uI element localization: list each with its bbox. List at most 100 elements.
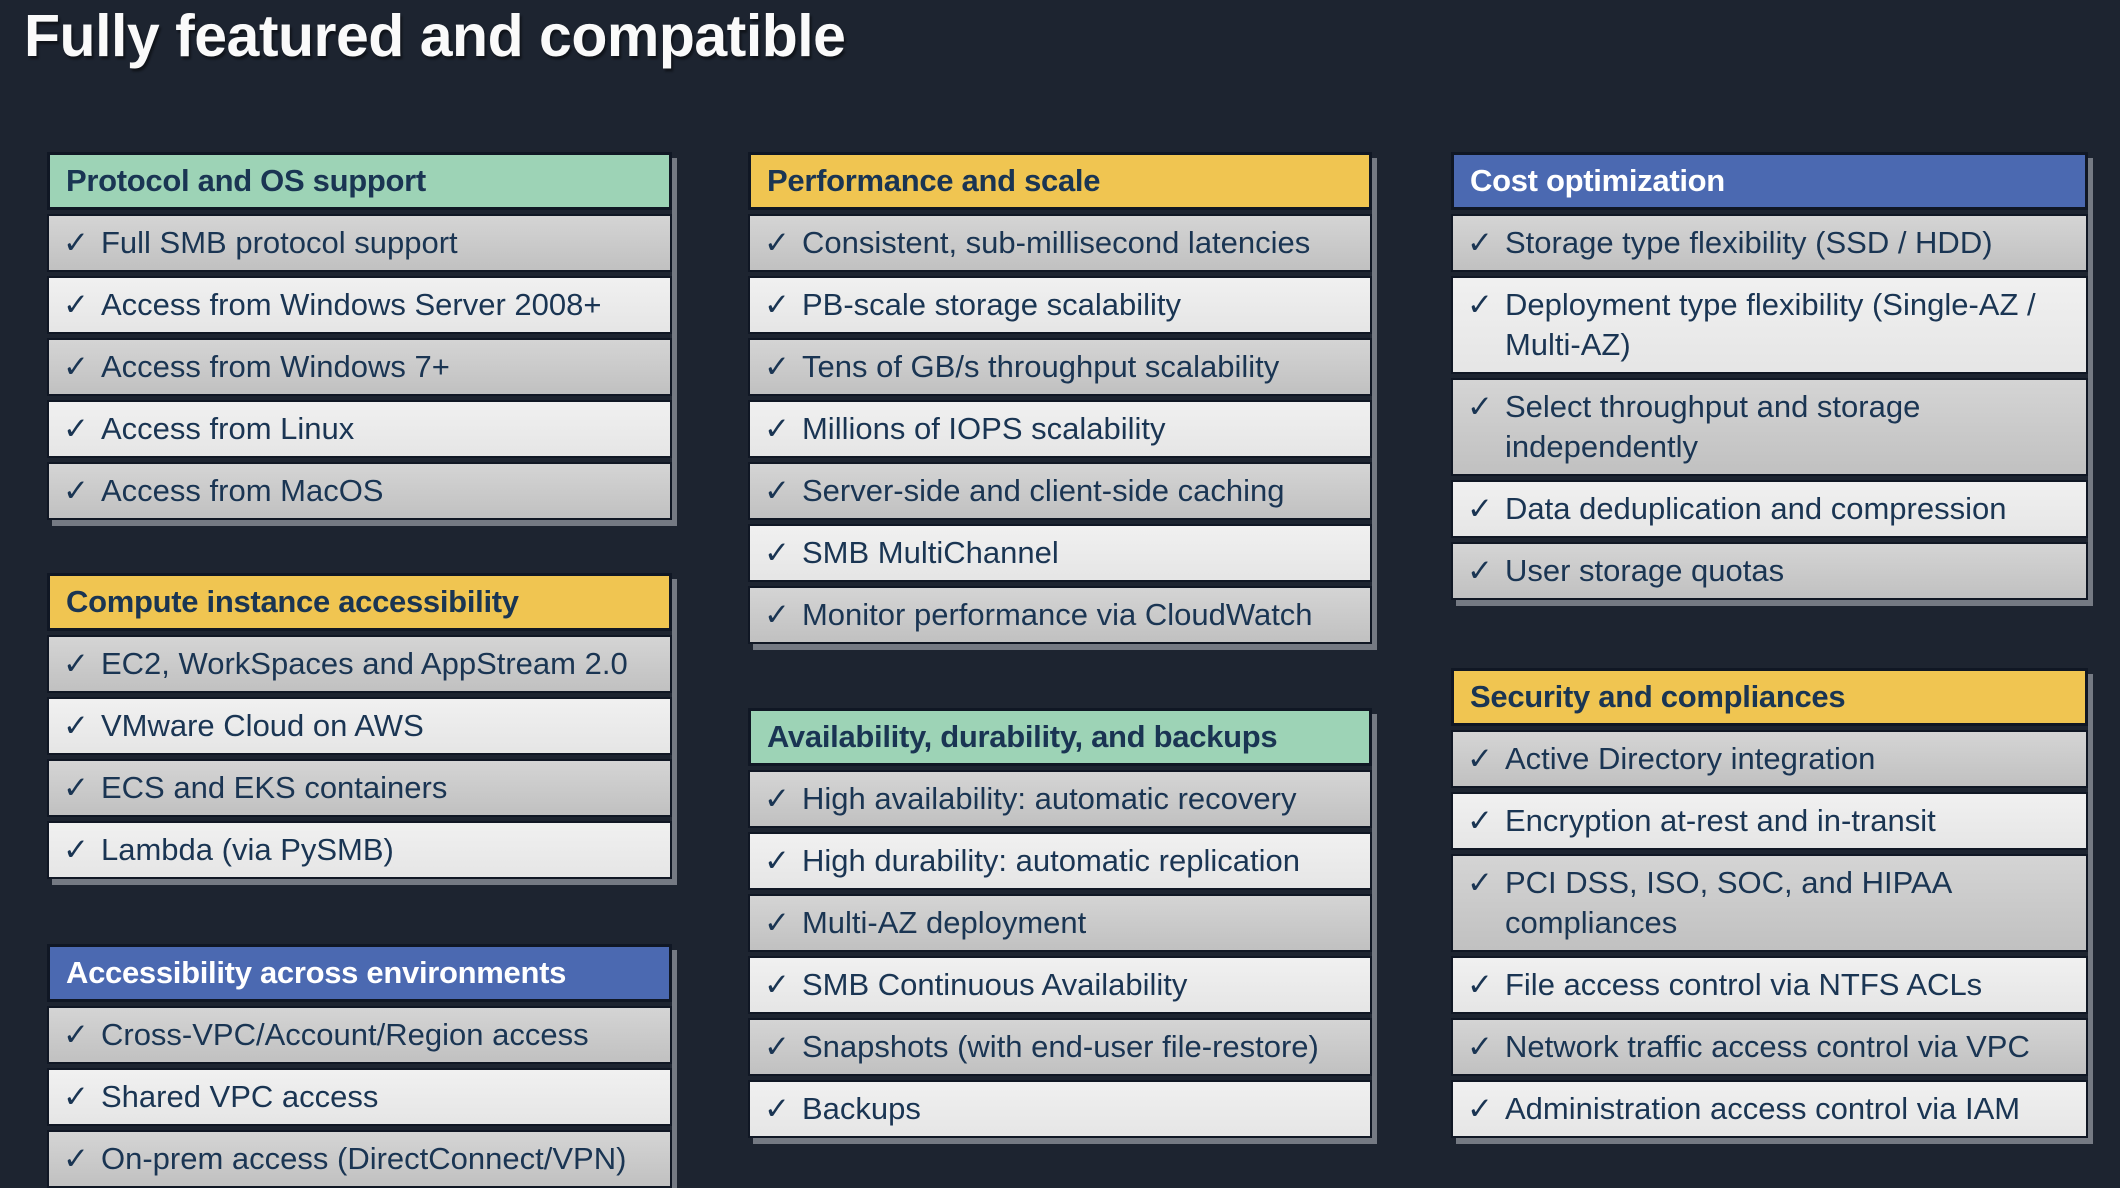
check-icon: ✓ [63,1079,89,1114]
feature-text: High durability: automatic replication [801,843,1300,878]
feature-text: Data deduplication and compression [1504,491,2007,526]
feature-row: ✓ Millions of IOPS scalability [748,400,1372,458]
feature-text: EC2, WorkSpaces and AppStream 2.0 [100,646,628,681]
feature-row: ✓SMB Continuous Availability [748,956,1372,1014]
feature-text: Millions of IOPS scalability [801,411,1166,446]
check-icon: ✓ [1467,553,1493,588]
check-icon: ✓ [1467,967,1493,1002]
feature-text: Shared VPC access [100,1079,379,1114]
feature-row: ✓ Snapshots (with end-user file-restore) [748,1018,1372,1076]
feature-text: Select throughput and storage independen… [1504,389,1921,464]
feature-text: ECS and EKS containers [100,770,448,805]
check-icon: ✓ [764,1029,790,1064]
feature-text: Backups [801,1091,921,1126]
check-icon: ✓ [63,349,89,384]
feature-row: ✓Data deduplication and compression [1451,480,2088,538]
feature-text: Cross-VPC/Account/Region access [100,1017,589,1052]
feature-text: Snapshots (with end-user file-restore) [801,1029,1319,1064]
check-icon: ✓ [764,225,790,260]
feature-text: SMB MultiChannel [801,535,1059,570]
card-header: Compute instance accessibility [47,573,672,631]
feature-card: Security and compliances ✓ Active Director… [1451,668,2088,1138]
feature-row: ✓ Cross-VPC/Account/Region access [47,1006,672,1064]
feature-card: Protocol and OS support ✓ Full SMB protoco… [47,152,672,520]
check-icon: ✓ [63,1141,89,1176]
check-icon: ✓ [764,349,790,384]
feature-row: ✓Deployment type flexibility (Single-AZ … [1451,276,2088,374]
feature-text: Administration access control via IAM [1504,1091,2021,1126]
feature-text: Server-side and client-side caching [801,473,1285,508]
check-icon: ✓ [63,832,89,867]
feature-row: ✓ Shared VPC access [47,1068,672,1126]
feature-text: Access from Windows Server 2008+ [100,287,602,322]
feature-row: ✓ Select throughput and storage independe… [1451,378,2088,476]
feature-text: Access from MacOS [100,473,384,508]
card-header: Protocol and OS support [47,152,672,210]
feature-text: Lambda (via PySMB) [100,832,394,867]
check-icon: ✓ [764,287,790,322]
feature-column: Cost optimization✓Storage type flexibili… [1451,152,2088,1138]
feature-row: ✓PCI DSS, ISO, SOC, and HIPAA compliance… [1451,854,2088,952]
feature-row: ✓ Administration access control via IAM [1451,1080,2088,1138]
feature-row: ✓ Active Directory integration [1451,730,2088,788]
feature-row: ✓Access from Linux [47,400,672,458]
feature-row: ✓ Consistent, sub-millisecond latencies [748,214,1372,272]
check-icon: ✓ [1467,741,1493,776]
feature-text: Consistent, sub-millisecond latencies [801,225,1311,260]
feature-row: ✓Access from MacOS [47,462,672,520]
feature-text: High availability: automatic recovery [801,781,1297,816]
check-icon: ✓ [63,770,89,805]
feature-text: On-prem access (DirectConnect/VPN) [100,1141,627,1176]
check-icon: ✓ [63,1017,89,1052]
feature-text: VMware Cloud on AWS [100,708,424,743]
feature-text: Active Directory integration [1504,741,1876,776]
check-icon: ✓ [764,967,790,1002]
feature-row: ✓ Access from Windows Server 2008+ [47,276,672,334]
feature-row: ✓User storage quotas [1451,542,2088,600]
feature-column: Protocol and OS support ✓ Full SMB protoco… [47,152,672,1188]
check-icon: ✓ [1467,803,1493,838]
card-header: Cost optimization [1451,152,2088,210]
feature-row: ✓Monitor performance via CloudWatch [748,586,1372,644]
card-header: Availability, durability, and backups [748,708,1372,766]
feature-text: Monitor performance via CloudWatch [801,597,1313,632]
feature-card: Cost optimization✓Storage type flexibili… [1451,152,2088,600]
feature-row: ✓ Lambda (via PySMB) [47,821,672,879]
card-header: Accessibility across environments [47,944,672,1002]
check-icon: ✓ [1467,1091,1493,1126]
feature-row: ✓ Tens of GB/s throughput scalability [748,338,1372,396]
check-icon: ✓ [63,646,89,681]
feature-text: Tens of GB/s throughput scalability [801,349,1280,384]
feature-row: ✓Network traffic access control via VPC [1451,1018,2088,1076]
feature-row: ✓Multi-AZ deployment [748,894,1372,952]
check-icon: ✓ [764,535,790,570]
feature-row: ✓ EC2, WorkSpaces and AppStream 2.0 [47,635,672,693]
check-icon: ✓ [1467,389,1493,424]
check-icon: ✓ [764,1091,790,1126]
feature-row: ✓Storage type flexibility (SSD / HDD) [1451,214,2088,272]
check-icon: ✓ [764,781,790,816]
feature-text: PB-scale storage scalability [801,287,1182,322]
check-icon: ✓ [764,473,790,508]
feature-text: Storage type flexibility (SSD / HDD) [1504,225,1993,260]
feature-text: Access from Linux [100,411,355,446]
check-icon: ✓ [63,287,89,322]
page-title: Fully featured and compatible [24,3,846,69]
card-header: Performance and scale [748,152,1372,210]
check-icon: ✓ [63,708,89,743]
feature-row: ✓ SMB MultiChannel [748,524,1372,582]
feature-text: Encryption at-rest and in-transit [1504,803,1936,838]
feature-text: Deployment type flexibility (Single-AZ /… [1504,287,2036,362]
check-icon: ✓ [764,905,790,940]
check-icon: ✓ [764,843,790,878]
feature-row: ✓ ECS and EKS containers [47,759,672,817]
feature-text: File access control via NTFS ACLs [1504,967,1983,1002]
feature-card: Availability, durability, and backups ✓ Hi… [748,708,1372,1138]
feature-column: Performance and scale ✓ Consistent, sub-mi… [748,152,1372,1138]
feature-text: Full SMB protocol support [100,225,458,260]
feature-row: ✓ Backups [748,1080,1372,1138]
card-header: Security and compliances [1451,668,2088,726]
check-icon: ✓ [764,411,790,446]
feature-card: Compute instance accessibility ✓ EC2, Work… [47,573,672,879]
check-icon: ✓ [1467,1029,1493,1064]
